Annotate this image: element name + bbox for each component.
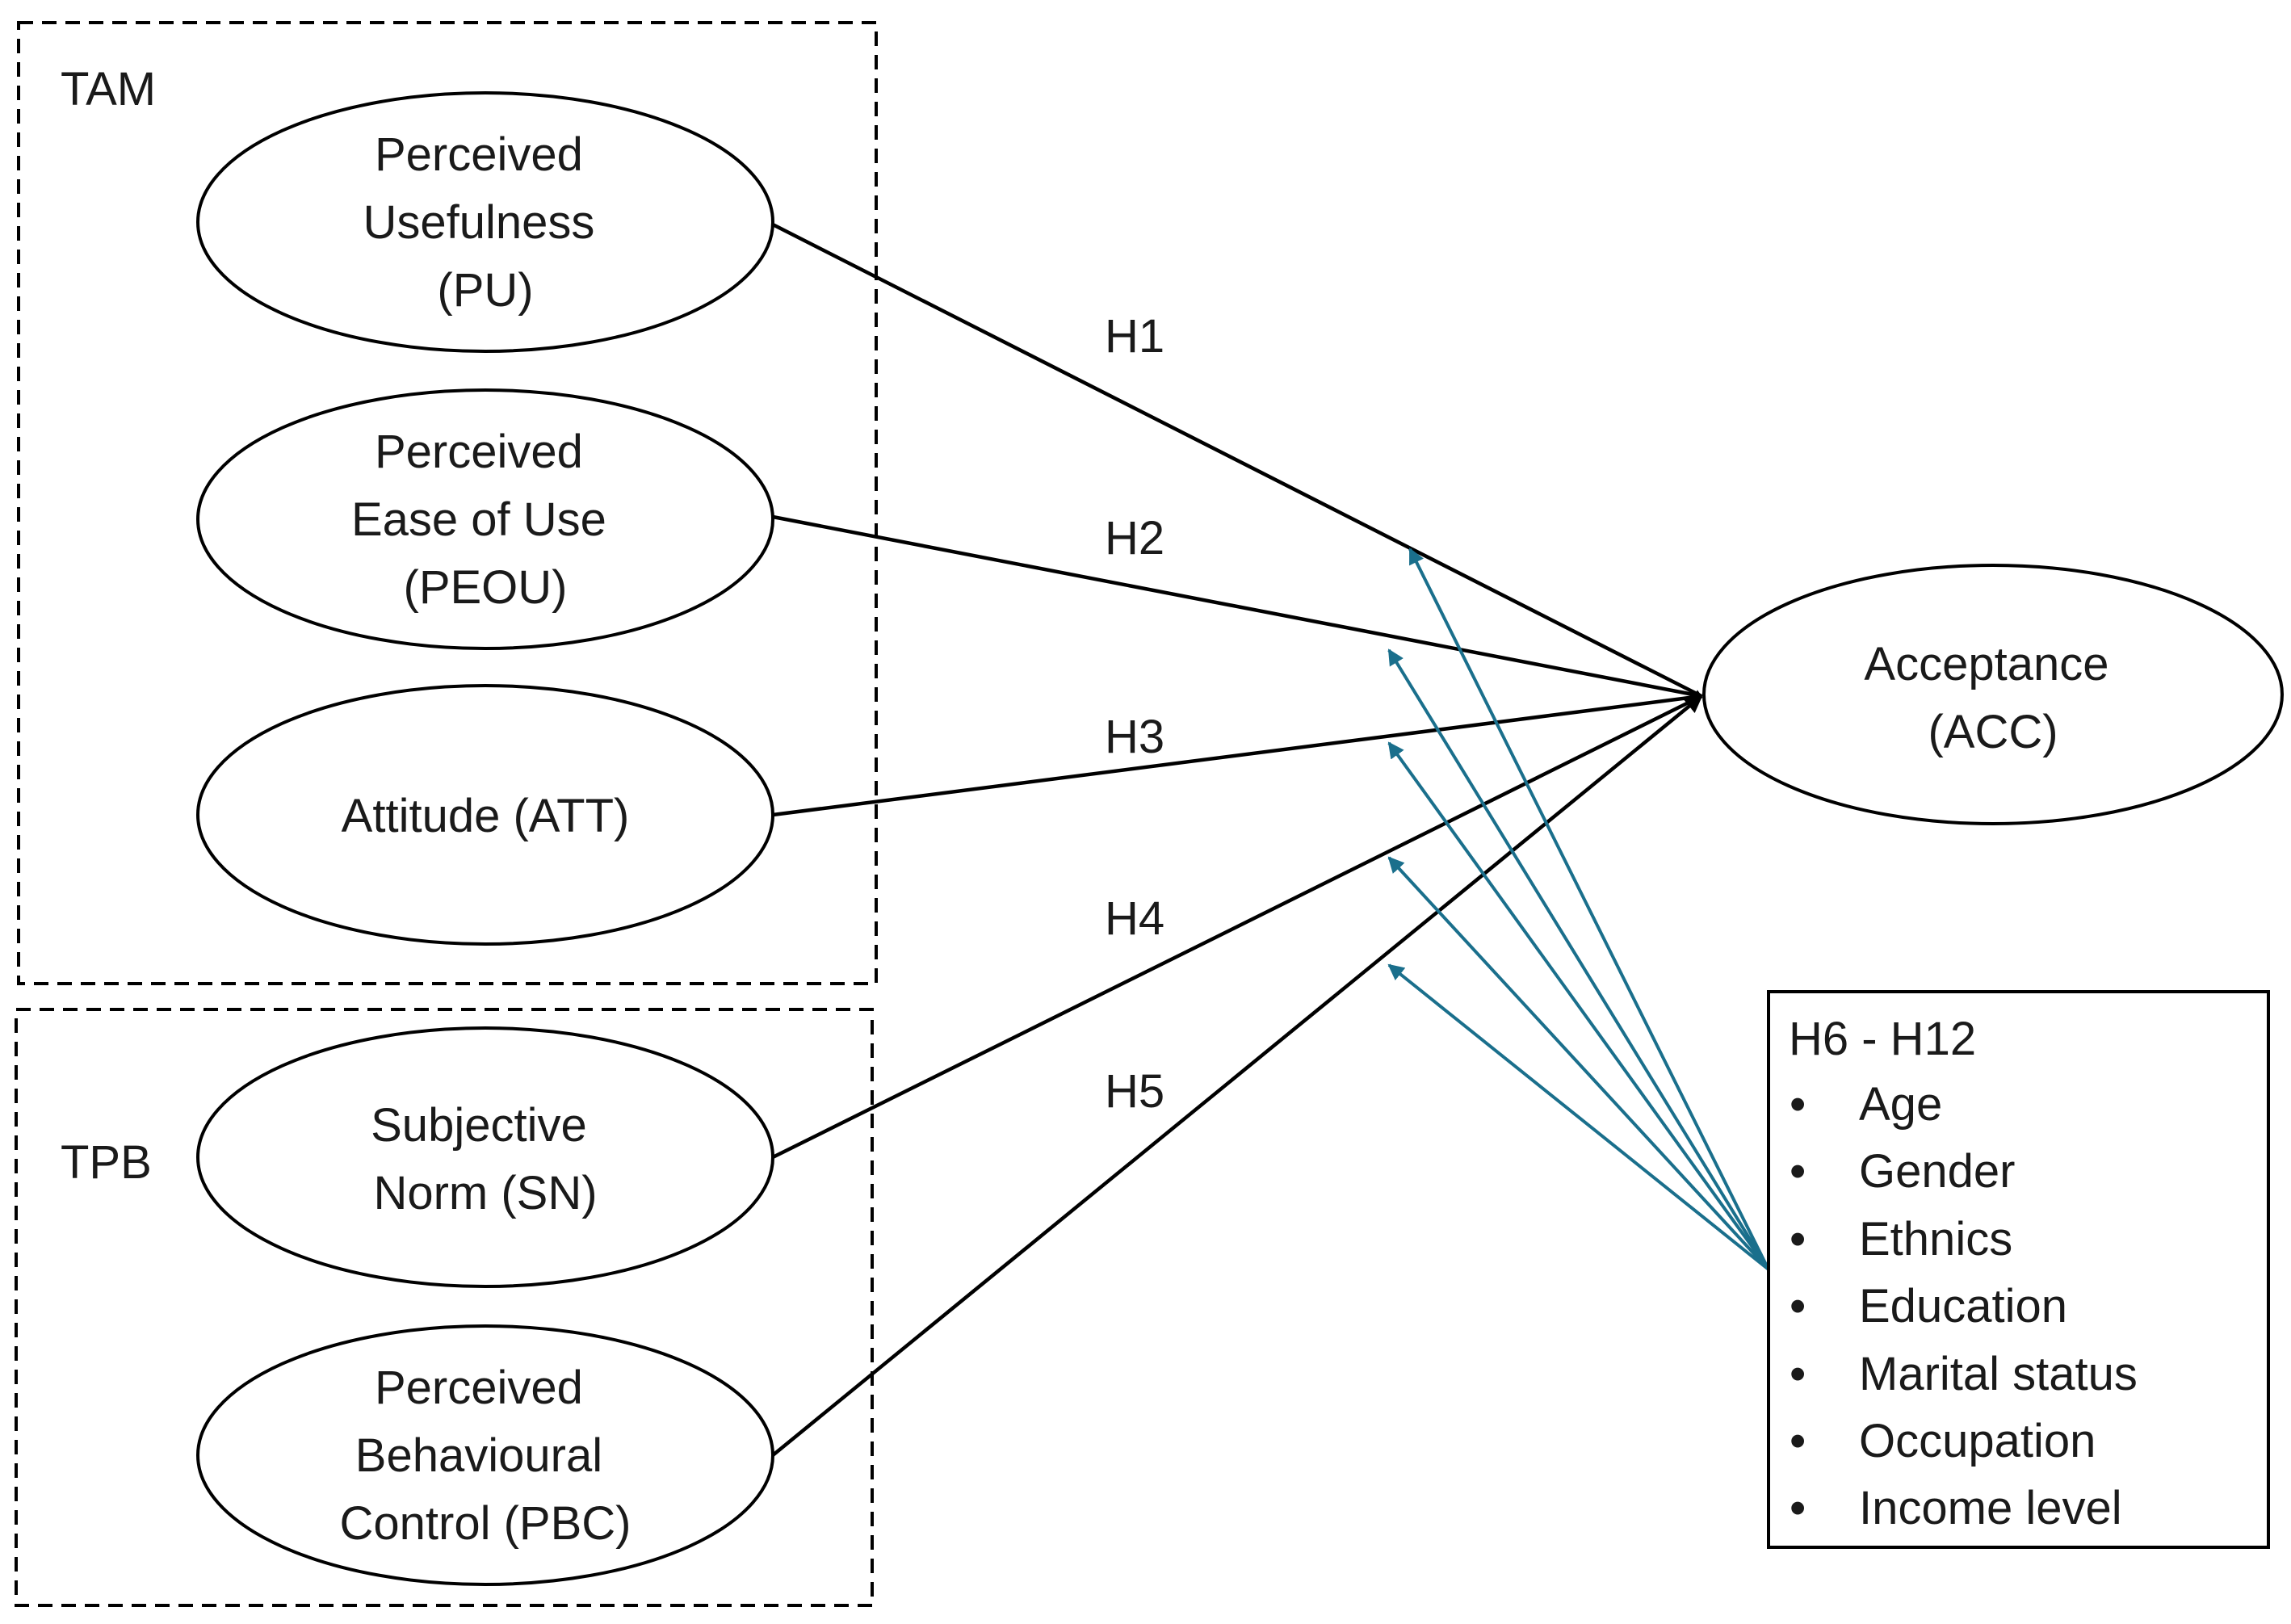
moderator-bullet: • bbox=[1790, 1415, 1806, 1467]
h5-label: H5 bbox=[1105, 1065, 1164, 1118]
h4-label: H4 bbox=[1105, 892, 1164, 945]
moderators-list: • Age • Gender • Ethnics • Education • M… bbox=[1790, 1078, 2138, 1534]
moderator-item-age: Age bbox=[1859, 1078, 1942, 1131]
moderator-item-marital-status: Marital status bbox=[1859, 1348, 2138, 1400]
tpb-label: TPB bbox=[61, 1136, 152, 1189]
pbc-label: Perceived Behavioural Control (PBC) bbox=[340, 1362, 631, 1550]
moderator-item-ethnics: Ethnics bbox=[1859, 1213, 2012, 1265]
moderators-box bbox=[1767, 990, 2270, 1549]
att-label: Attitude (ATT) bbox=[342, 790, 630, 842]
moderator-bullet: • bbox=[1790, 1482, 1806, 1534]
moderator-bullet: • bbox=[1790, 1078, 1806, 1131]
tam-group-box bbox=[17, 21, 878, 985]
moderator-arrow-h4 bbox=[1387, 856, 1770, 1271]
moderator-bullet: • bbox=[1790, 1280, 1806, 1332]
tpb-group-box bbox=[15, 1008, 874, 1607]
peou-label: Perceived Ease of Use (PEOU) bbox=[351, 426, 619, 614]
moderator-arrow-h3 bbox=[1387, 741, 1770, 1271]
h2-label: H2 bbox=[1105, 512, 1164, 564]
pu-ellipse bbox=[196, 91, 774, 353]
tam-label: TAM bbox=[61, 63, 156, 115]
h5-arrow bbox=[771, 695, 1703, 1457]
h2-arrow bbox=[772, 514, 1702, 699]
moderator-bullet: • bbox=[1790, 1348, 1806, 1400]
h1-label: H1 bbox=[1105, 310, 1164, 363]
moderator-item-income-level: Income level bbox=[1859, 1482, 2122, 1534]
sn-label: Subjective Norm (SN) bbox=[371, 1099, 600, 1219]
h3-label: H3 bbox=[1105, 711, 1164, 763]
sn-ellipse bbox=[196, 1026, 774, 1288]
h1-arrow bbox=[771, 222, 1703, 699]
moderator-arrow-h1 bbox=[1408, 548, 1770, 1270]
moderator-item-occupation: Occupation bbox=[1859, 1415, 2096, 1467]
moderator-arrow-h2 bbox=[1387, 648, 1770, 1271]
moderator-item-education: Education bbox=[1859, 1280, 2067, 1332]
h4-arrow bbox=[771, 694, 1703, 1160]
moderator-bullet: • bbox=[1790, 1213, 1806, 1265]
pu-label: Perceived Usefulness (PU) bbox=[363, 128, 607, 317]
acc-label: Acceptance (ACC) bbox=[1864, 638, 2121, 758]
moderator-item-gender: Gender bbox=[1859, 1145, 2015, 1198]
moderators-title: H6 - H12 bbox=[1789, 1013, 1976, 1065]
moderator-arrow-h5 bbox=[1387, 963, 1770, 1271]
h3-arrow bbox=[772, 693, 1702, 817]
acc-ellipse bbox=[1702, 564, 2284, 825]
moderator-bullet: • bbox=[1790, 1145, 1806, 1198]
peou-ellipse bbox=[196, 388, 774, 650]
